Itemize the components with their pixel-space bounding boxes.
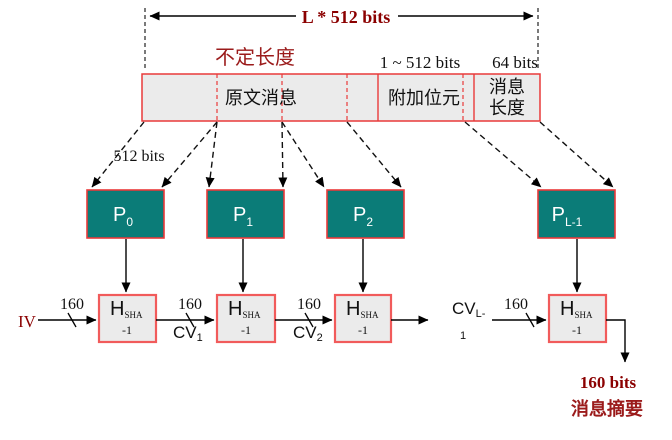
fan-arrow-p2-right — [346, 121, 402, 188]
h4-label-line2: -1 — [572, 323, 582, 337]
p-block-l1: PL-1 — [537, 189, 616, 239]
fan-arrow-p2-left — [281, 121, 325, 188]
h3-rect — [333, 293, 393, 344]
pl1-label: PL-1 — [552, 204, 583, 229]
h2-rect — [215, 293, 277, 344]
iv-label: IV — [18, 312, 37, 331]
p-block-1: P1 — [206, 189, 285, 239]
p2-label: P2 — [353, 204, 373, 229]
fan-arrow-pl1-left — [464, 121, 542, 188]
dimension-indicator: L * 512 bits — [144, 7, 539, 71]
variable-length-label: 不定长度 — [215, 46, 295, 69]
digest-output-arrow — [606, 319, 630, 363]
bus-width-label-4: 160 — [504, 296, 528, 313]
padding-range-label: 1 ~ 512 bits — [380, 53, 461, 72]
p0-rect — [86, 189, 165, 239]
fan-arrow-p0-right — [161, 121, 218, 188]
message-box: 原文消息 附加位元 消息 长度 — [141, 73, 541, 122]
p-block-0: P0 — [86, 189, 165, 239]
h2-label-line2: -1 — [241, 323, 251, 337]
h-box-2: HSHA -1 — [215, 293, 277, 344]
digest-label: 消息摘要 — [571, 398, 643, 419]
fan-arrow-p1-left — [205, 121, 218, 188]
h1-label: HSHA — [110, 298, 143, 320]
h-box-4: HSHA -1 — [547, 293, 608, 344]
dimension-label: L * 512 bits — [302, 7, 391, 27]
fan-arrows: 512 bits — [91, 121, 614, 188]
original-message-label: 原文消息 — [225, 88, 297, 108]
bus-tick-2 — [185, 312, 195, 328]
p1-rect — [206, 189, 285, 239]
p0-label: P0 — [113, 204, 133, 229]
pl1-rect — [537, 189, 616, 239]
h2-label: HSHA — [228, 298, 261, 320]
h4-rect — [547, 293, 608, 344]
h4-label: HSHA — [560, 298, 593, 320]
digest-bits-label: 160 bits — [580, 373, 637, 392]
p2-rect — [326, 189, 405, 239]
h1-rect — [97, 293, 158, 344]
cvl1-label-wrap: 1 — [460, 330, 466, 342]
fan-arrow-p1-right — [278, 121, 288, 188]
fan-arrow-pl1-right — [539, 121, 614, 188]
fan-arrow-p0-left — [91, 121, 145, 188]
h-box-3: HSHA -1 — [333, 293, 393, 344]
bus-width-label-2: 160 — [178, 296, 202, 313]
p-block-2: P2 — [326, 189, 405, 239]
bus-tick-4 — [525, 312, 535, 328]
h3-label-line2: -1 — [358, 323, 368, 337]
block-size-label: 512 bits — [113, 148, 164, 165]
bus-width-label-1: 160 — [60, 296, 84, 313]
h-box-1: HSHA -1 — [97, 293, 158, 344]
h1-label-line2: -1 — [122, 323, 132, 337]
padding-bits-label: 附加位元 — [388, 88, 460, 108]
message-length-label-line1: 消息 — [489, 77, 525, 97]
bus-tick-1 — [67, 312, 77, 328]
message-length-label-line2: 长度 — [489, 98, 525, 118]
cv2-label: CV2 — [293, 323, 323, 344]
cv1-label: CV1 — [173, 323, 203, 344]
h3-label: HSHA — [346, 298, 379, 320]
p1-label: P1 — [233, 204, 253, 229]
cvl1-label: CVL- — [452, 299, 486, 320]
message-box-rect — [141, 73, 541, 122]
bus-width-label-3: 160 — [297, 296, 321, 313]
length-bits-label: 64 bits — [492, 53, 538, 72]
bus-tick-3 — [304, 312, 314, 328]
